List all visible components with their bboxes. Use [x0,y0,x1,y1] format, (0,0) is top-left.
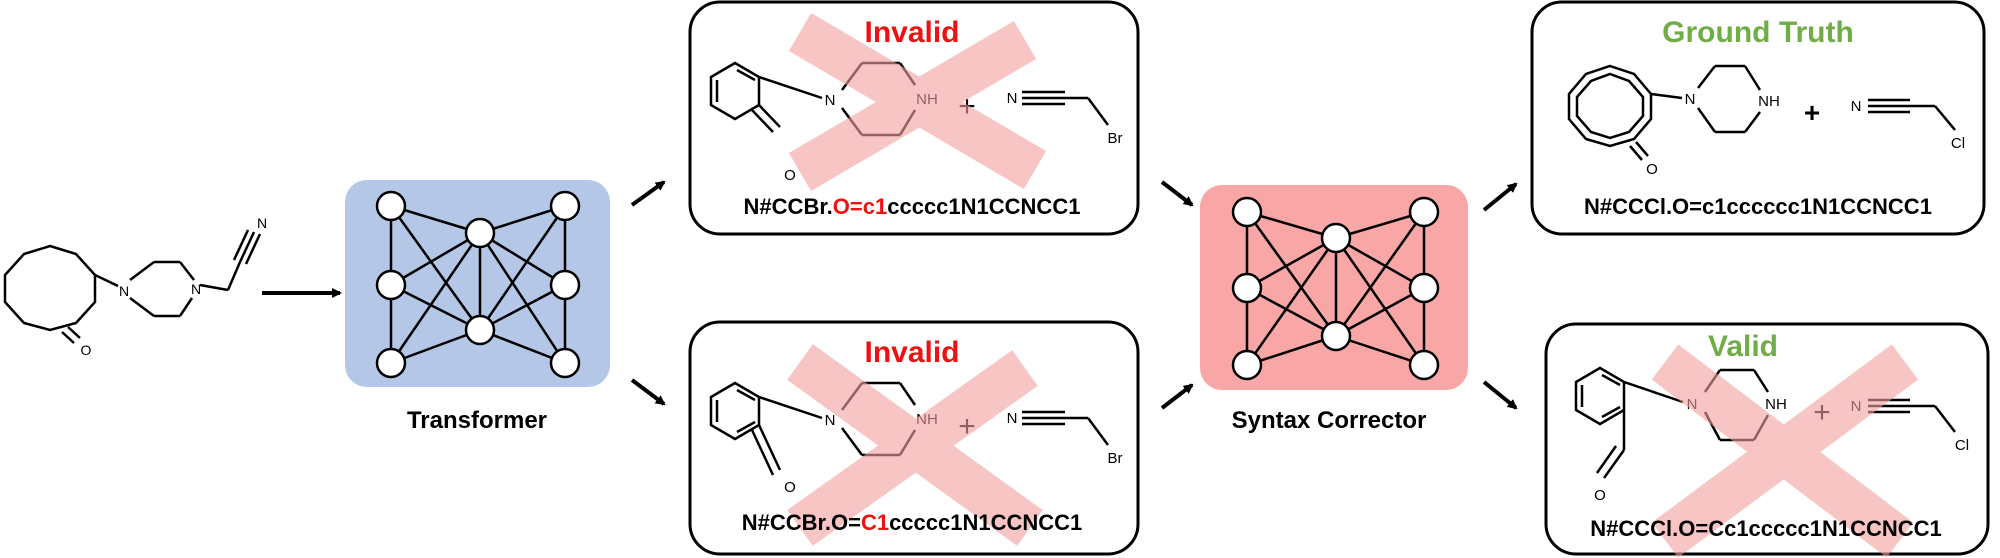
pred1-status: Invalid [864,16,959,49]
gt-plus: + [1804,97,1820,128]
pred2-atom-o: O [784,479,796,496]
valid-atom-cl: Cl [1955,437,1969,454]
ground-truth-smiles: N#CCCl.O=c1cccccc1N1CCNCC1 [1584,194,1932,219]
pred2-atom-br: Br [1108,450,1123,467]
input-atom-n2: N [191,281,201,297]
arrow-bottom-to-corrector [1160,383,1194,410]
pred1-atom-o: O [784,167,796,184]
valid-atom-nh: NH [1765,396,1787,413]
pred1-atom-br: Br [1108,130,1123,147]
valid-smiles: N#CCCl.O=Cc1ccccc1N1CCNCC1 [1590,516,1942,541]
wrong-cross-valid [1651,344,1919,558]
prediction-box-top: N NH O + N Br Invalid N#CCBr.O=c1ccccc1N… [688,0,1140,236]
output-box-ground-truth: N NH O + N Cl Ground Truth N#CCCl.O=c1cc… [1530,0,1986,236]
syntax-corrector-label: Syntax Corrector [1232,407,1427,434]
pred2-smiles: N#CCBr.O=C1ccccc1N1CCNCC1 [742,510,1083,535]
valid-atom-o: O [1594,487,1606,504]
input-atom-o: O [81,342,92,358]
invalid-cross-bottom [787,344,1043,546]
syntax-corrector-block [1200,185,1468,390]
pred1-atom-n-nitrile: N [1007,90,1018,107]
arrow-transformer-to-bottom [630,378,666,406]
gt-atom-cl: Cl [1951,135,1965,152]
gt-atom-n-nitrile: N [1851,98,1862,115]
input-atom-n1: N [119,283,129,299]
invalid-cross-top [788,13,1047,191]
input-molecule [3,229,262,344]
gt-atom-nh: NH [1758,93,1780,110]
pred1-smiles: N#CCBr.O=c1ccccc1N1CCNCC1 [744,194,1081,219]
input-atom-n3: N [257,215,267,231]
transformer-label: Transformer [407,407,547,434]
arrow-top-to-corrector [1160,180,1194,207]
valid-status: Valid [1708,330,1778,363]
pred2-status: Invalid [864,336,959,369]
prediction-box-bottom: N NH O + N Br Invalid N#CCBr.O=C1ccccc1N… [688,320,1140,556]
arrow-corrector-to-valid [1482,380,1518,410]
transformer-block [345,180,610,387]
pred2-atom-n: N [825,412,836,429]
gt-atom-o: O [1646,161,1658,178]
output-box-valid: N NH O + N Cl Valid N#CCCl.O=Cc1ccccc1N1… [1544,322,1990,558]
arrow-corrector-to-ground-truth [1482,182,1518,212]
pred1-atom-n: N [825,92,836,109]
ground-truth-status: Ground Truth [1662,16,1854,49]
pred2-atom-n-nitrile: N [1007,410,1018,427]
gt-atom-n: N [1685,91,1696,108]
arrow-transformer-to-top [630,180,666,207]
